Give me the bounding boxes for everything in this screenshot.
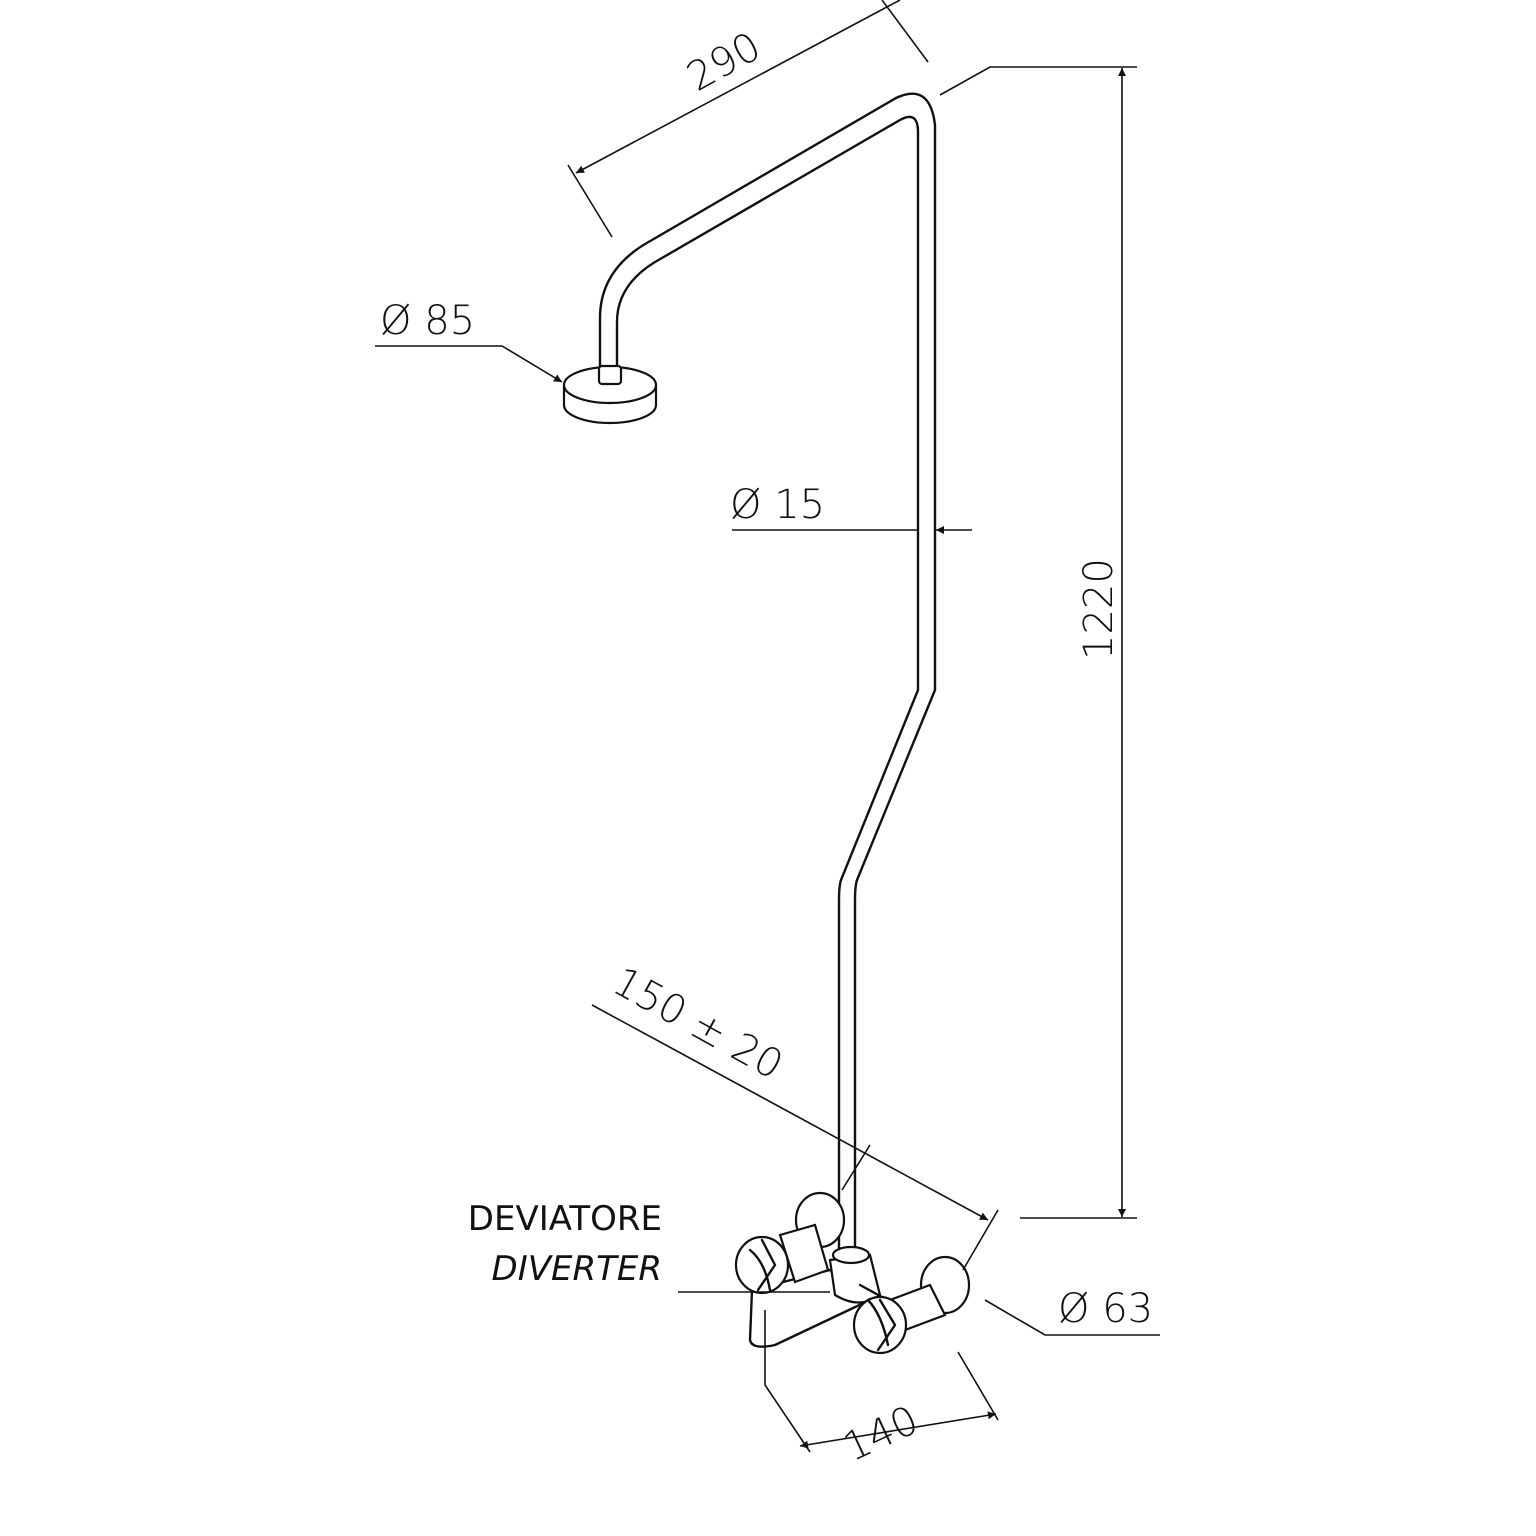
dimension-pipe-diameter: Ø 15 bbox=[730, 482, 972, 534]
dimension-total-height: 1220 bbox=[939, 66, 1137, 1219]
shower-pipe bbox=[598, 92, 937, 1250]
dimension-85-label: Ø 85 bbox=[380, 298, 475, 344]
dimension-63-label: Ø 63 bbox=[1058, 1286, 1153, 1332]
shower-head bbox=[562, 364, 658, 425]
dimension-rosette-diameter: Ø 63 bbox=[984, 1286, 1160, 1336]
dimension-head-diameter: Ø 85 bbox=[375, 298, 563, 383]
dimension-1220-label: 1220 bbox=[1076, 558, 1122, 660]
dimension-290-label: 290 bbox=[680, 23, 769, 100]
diverter-label-it: DEVIATORE bbox=[468, 1199, 662, 1239]
wall-mixer bbox=[734, 1191, 971, 1355]
dimension-140-label: 140 bbox=[837, 1397, 926, 1471]
dimension-150-label: 150 ± 20 bbox=[605, 959, 790, 1090]
dimension-arm-length: 290 bbox=[567, 0, 929, 238]
diverter-label-en: DIVERTER bbox=[492, 1249, 662, 1289]
diverter-callout: DEVIATORE DIVERTER bbox=[468, 1199, 830, 1293]
dimension-15-label: Ø 15 bbox=[730, 482, 825, 528]
